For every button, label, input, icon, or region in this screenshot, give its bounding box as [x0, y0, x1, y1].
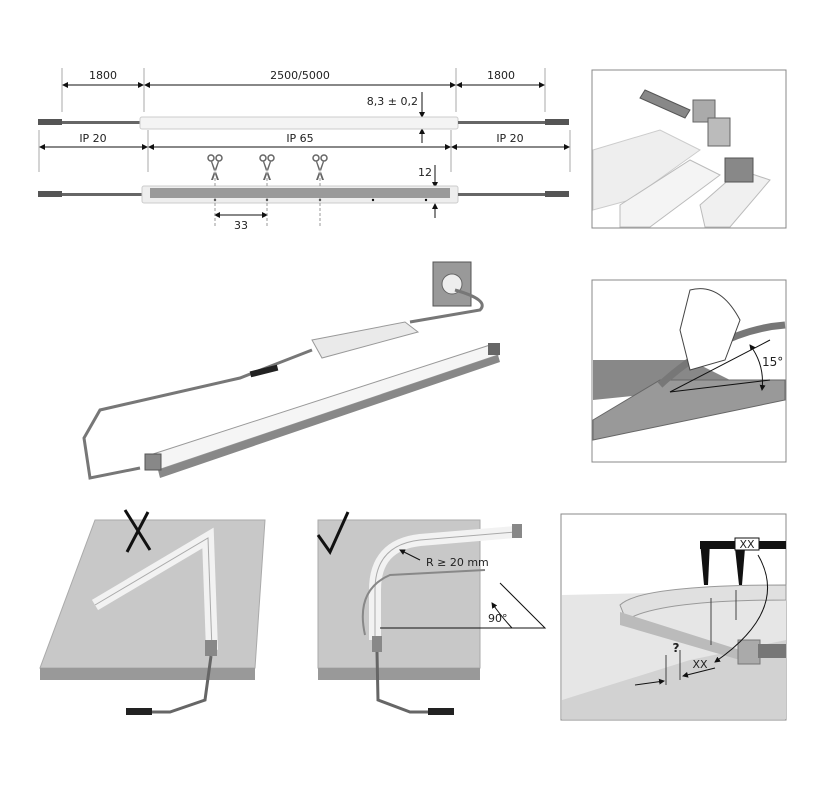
cut-interval: 33: [234, 219, 248, 232]
dimension-drawing: 1800 2500/5000 1800 8,3 ± 0,2 IP 20 IP 6…: [38, 68, 571, 232]
ip-rating-right: IP 20: [496, 132, 523, 145]
bend-angle-label: 15°: [762, 355, 783, 369]
cross-icon: [123, 509, 152, 553]
strip-width: 12: [418, 166, 432, 179]
cable-length-right: 1800: [487, 69, 515, 82]
caliper-measure-panel: XX XX ?: [560, 513, 787, 721]
bend-radius-label: R ≥ 20 mm: [426, 556, 489, 569]
end-cap-panel: [591, 69, 787, 229]
checkmark-icon: [316, 511, 350, 556]
cable-length-left: 1800: [89, 69, 117, 82]
strip-height: 8,3 ± 0,2: [367, 95, 418, 108]
measure-label: XX: [692, 658, 708, 671]
strip-length: 2500/5000: [270, 69, 330, 82]
bend-angle-panel: 15°: [591, 279, 787, 463]
correct-bend-illustration: R ≥ 20 mm 90°: [316, 511, 547, 715]
scissors-icon: [312, 154, 328, 180]
right-angle-label: 90°: [488, 612, 508, 625]
ip-rating-left: IP 20: [79, 132, 106, 145]
power-connection-illustration: [82, 261, 500, 480]
caliper-reading: XX: [739, 538, 755, 551]
led-strip-side-view: [38, 116, 569, 130]
scissors-icon: [207, 154, 223, 180]
unknown-gap-label: ?: [673, 641, 680, 655]
scissors-icons: [207, 154, 328, 180]
incorrect-bend-illustration: [39, 509, 266, 715]
ip-rating-middle: IP 65: [286, 132, 313, 145]
scissors-icon: [259, 154, 275, 180]
led-strip-top-view: [38, 178, 569, 226]
